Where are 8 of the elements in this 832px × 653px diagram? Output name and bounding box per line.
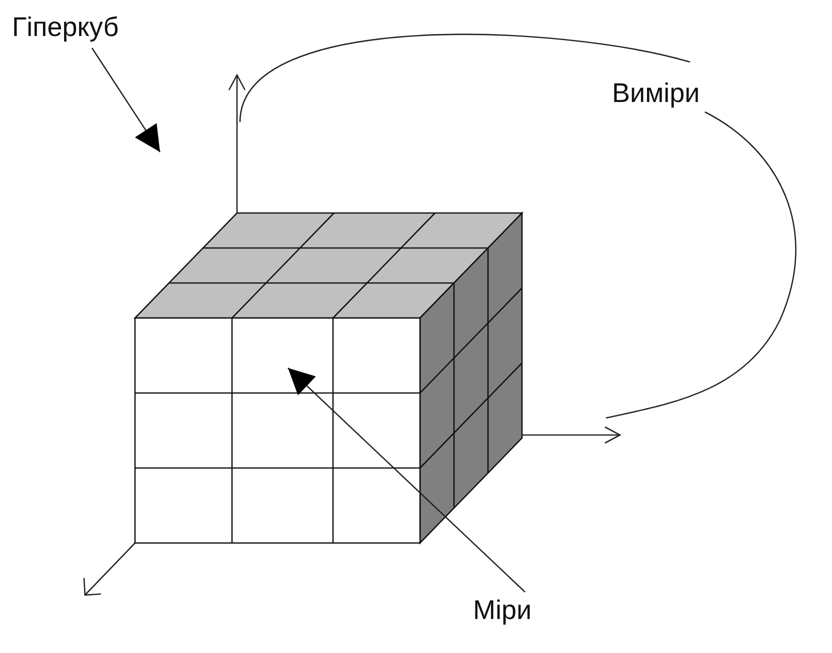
cube-drawing	[133, 211, 525, 546]
leader-line	[606, 111, 796, 419]
leader-line	[288, 368, 526, 592]
callout-text: Гіперкуб	[12, 14, 119, 41]
leader-line	[239, 34, 690, 122]
leader-line	[91, 48, 161, 152]
callout-text: Виміри	[612, 80, 700, 107]
callout-text: Міри	[473, 597, 532, 624]
